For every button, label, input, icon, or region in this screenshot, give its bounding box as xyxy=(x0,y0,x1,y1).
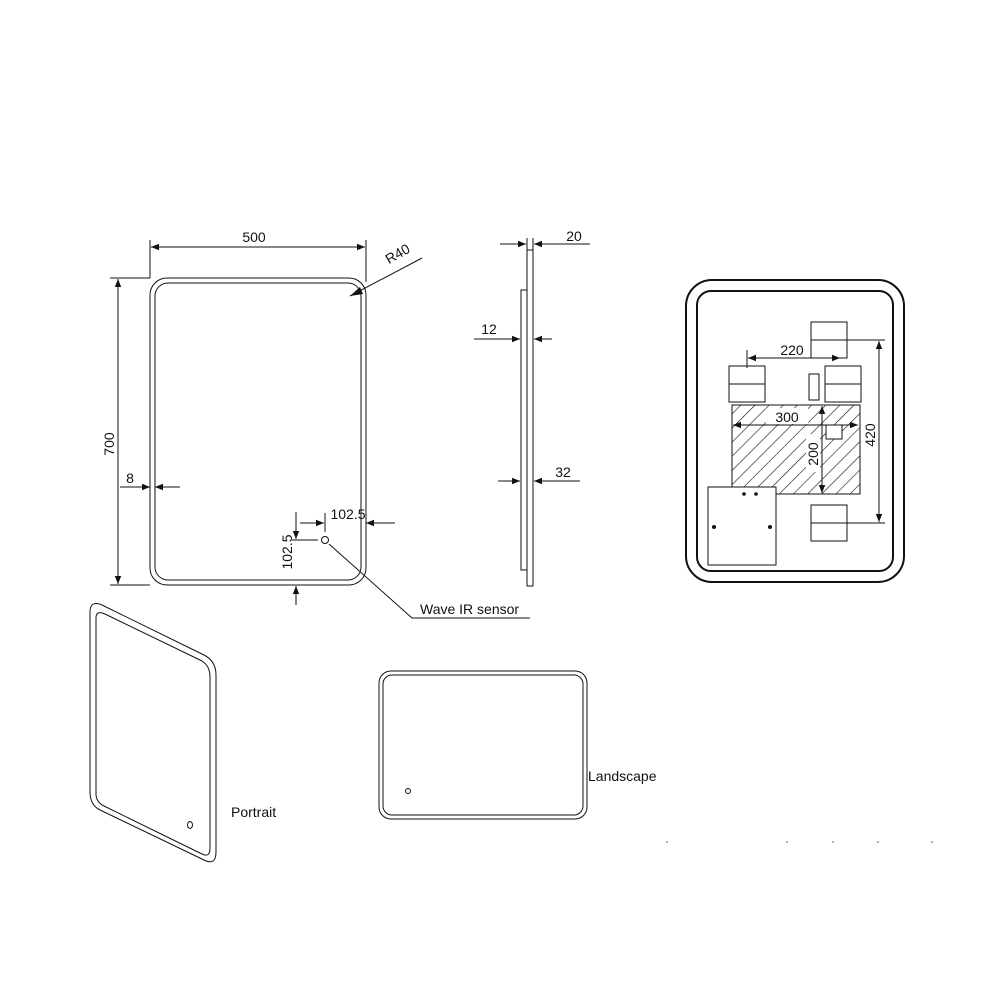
connector-box xyxy=(825,424,843,440)
landscape-inner-outline xyxy=(382,674,584,816)
mirror-outer-outline xyxy=(149,277,367,586)
sensor-label: Wave IR sensor xyxy=(420,601,519,617)
side-mirror-panel xyxy=(526,249,534,587)
height-dimension-label: 700 xyxy=(101,432,117,456)
landscape-view: Landscape xyxy=(378,670,657,820)
sensor-x-label: 102.5 xyxy=(330,506,365,522)
radius-arrow xyxy=(350,287,363,296)
back-outer-frame xyxy=(685,279,905,583)
back-view: 220 300 200 420 xyxy=(685,279,905,583)
depth-side-label: 32 xyxy=(555,464,571,480)
sensor-leader-line xyxy=(328,543,413,619)
bracket-height-label: 420 xyxy=(862,423,878,447)
ir-sensor-icon xyxy=(321,536,329,544)
landscape-label: Landscape xyxy=(588,768,657,784)
frame-dimension-label: 8 xyxy=(126,470,134,486)
front-view: 500 R40 700 8 102.5 102.5 Wave IR sensor xyxy=(101,229,530,619)
box-width-label: 300 xyxy=(775,409,799,425)
portrait-outer-outline xyxy=(89,603,217,863)
radius-leader-line xyxy=(349,257,423,297)
portrait-inner-outline xyxy=(95,612,211,856)
control-panel xyxy=(707,486,777,566)
mirror-inner-outline xyxy=(154,282,362,581)
bracket-spacing-label: 220 xyxy=(780,342,804,358)
box-height-label: 200 xyxy=(805,442,821,466)
portrait-label: Portrait xyxy=(231,804,276,820)
landscape-outer-outline xyxy=(378,670,588,820)
sensor-y-label: 102.5 xyxy=(279,534,295,569)
stray-marks xyxy=(666,841,933,843)
radius-dimension-label: R40 xyxy=(382,240,412,267)
side-view: 20 12 32 xyxy=(474,228,590,587)
depth-total-label: 20 xyxy=(566,228,582,244)
portrait-view: Portrait xyxy=(89,603,276,863)
driver-box xyxy=(808,373,820,401)
depth-frame-label: 12 xyxy=(481,321,497,337)
back-inner-frame xyxy=(696,290,894,572)
width-dimension-label: 500 xyxy=(242,229,266,245)
side-back-box xyxy=(520,289,528,571)
landscape-sensor-icon xyxy=(405,788,411,794)
portrait-sensor-icon xyxy=(187,821,193,829)
